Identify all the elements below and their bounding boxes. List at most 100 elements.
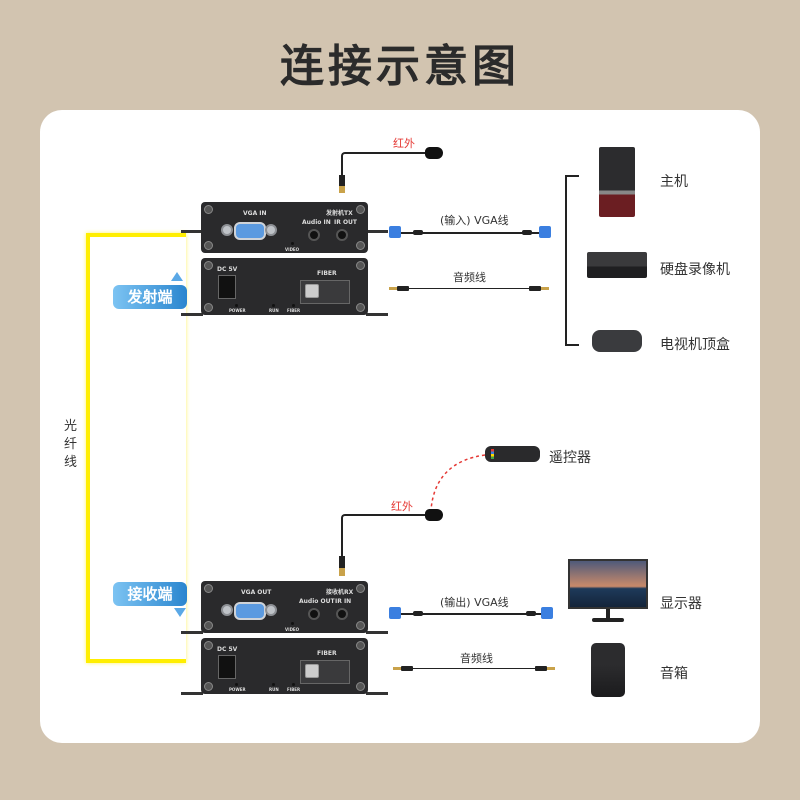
speaker-icon [591,643,625,697]
tx-audio-cable [409,288,529,289]
fiber-connector-icon [305,284,319,298]
screw-icon [204,621,213,630]
monitor-stand [606,609,610,619]
screw-icon [356,641,365,650]
audio-out-label: Audio OUT [299,598,335,605]
dc-5v-label: DC 5V [217,266,238,273]
power-led-icon [235,304,238,307]
dvr-icon [587,252,647,278]
tx-ir-sensor-icon [425,147,443,159]
remote-control-icon [485,446,540,462]
tx-audio-cable-label: 音频线 [453,271,486,284]
fiber-led-label: FIBER [287,308,301,313]
set-top-box-icon [592,330,642,352]
vga-out-label: VGA OUT [241,589,272,596]
fiber-label: 光纤线 [64,419,78,470]
sources-bracket [565,175,579,346]
remote-buttons [491,449,494,459]
vga-in-port-icon [234,222,266,240]
receiver-badge: 接收端 [113,582,187,606]
vga-connector-icon [541,607,553,619]
ferrite-icon [413,611,423,616]
audio-plug-icon [401,666,413,671]
dc-power-jack-icon [218,275,236,299]
rx-ir-sensor-icon [425,509,443,521]
ferrite-icon [522,230,532,235]
vga-screw-icon [265,604,277,616]
run-led-icon [272,304,275,307]
audio-in-label: Audio IN [302,219,331,226]
screw-icon [204,641,213,650]
vga-connector-icon [389,607,401,619]
audio-plug-icon [541,287,549,290]
fiber-optic-line [86,233,186,663]
fiber-led-icon [292,683,295,686]
run-led-label: RUN [269,308,279,313]
receiver-top-panel: 接收机RX VGA OUT Audio OUT IR IN VIDEO [201,581,368,633]
screw-icon [356,682,365,691]
fiber-port-label: FIBER [317,270,337,277]
screw-icon [204,303,213,312]
rx-audio-cable [413,668,535,669]
dc-power-jack-icon [218,655,236,679]
rx-vga-cable [401,613,541,615]
screw-icon [204,682,213,691]
screw-icon [204,205,213,214]
screw-icon [204,584,213,593]
vga-connector-icon [389,226,401,238]
dc-5v-label: DC 5V [217,646,238,653]
audio-plug-icon [393,667,401,670]
transmitter-bottom-panel: DC 5V FIBER POWER RUN FIBER [201,258,368,315]
rx-audio-cable-label: 音频线 [460,652,493,665]
screw-icon [204,261,213,270]
audio-plug-icon [535,666,547,671]
page-title: 连接示意图 [280,41,520,92]
desktop-pc-icon [599,147,635,217]
power-led-label: POWER [229,308,246,313]
tx-ir-label: 红外 [393,137,415,150]
output-label-monitor: 显示器 [660,596,702,612]
vga-out-port-icon [234,602,266,620]
ir-out-jack-icon [336,229,348,241]
ir-in-label: IR IN [335,598,352,605]
rx-model-label: 接收机RX [326,589,354,596]
rx-top-ear-left [181,631,203,634]
video-led-label: VIDEO [285,627,300,632]
monitor-icon [568,559,648,609]
source-label-stb: 电视机顶盒 [660,337,730,353]
screw-icon [356,621,365,630]
vga-connector-icon [539,226,551,238]
monitor-base [592,618,624,622]
screw-icon [356,303,365,312]
source-label-dvr: 硬盘录像机 [660,262,730,278]
remote-label: 遥控器 [549,450,591,466]
receiver-bottom-panel: DC 5V FIBER POWER RUN FIBER [201,638,368,694]
run-led-icon [272,683,275,686]
source-label-host: 主机 [660,174,688,190]
rx-vga-cable-label: (输出) VGA线 [440,596,509,609]
transmitter-top-panel: 发射机TX VGA IN Audio IN IR OUT VIDEO [201,202,368,253]
run-led-label: RUN [269,687,279,692]
vga-screw-icon [221,604,233,616]
ir-signal-path [430,454,486,511]
tx-vga-cable-label: (输入) VGA线 [440,214,509,227]
output-label-speaker: 音箱 [660,666,688,682]
audio-out-jack-icon [308,608,320,620]
power-led-label: POWER [229,687,246,692]
ir-in-jack-icon [336,608,348,620]
video-led-icon [291,622,294,625]
fiber-led-icon [292,304,295,307]
fiber-connector-icon [305,664,319,678]
rx-ir-label: 红外 [391,500,413,513]
ferrite-icon [413,230,423,235]
tx-bottom-ear-right [366,313,388,316]
tx-top-ear-right [366,230,388,233]
video-led-label: VIDEO [285,247,300,252]
tx-ir-cable [341,152,431,180]
tx-model-label: 发射机TX [326,210,353,217]
fiber-led-label: FIBER [287,687,301,692]
audio-plug-icon [389,287,397,290]
vga-in-label: VGA IN [243,210,267,217]
rx-top-ear-right [366,631,388,634]
audio-in-jack-icon [308,229,320,241]
